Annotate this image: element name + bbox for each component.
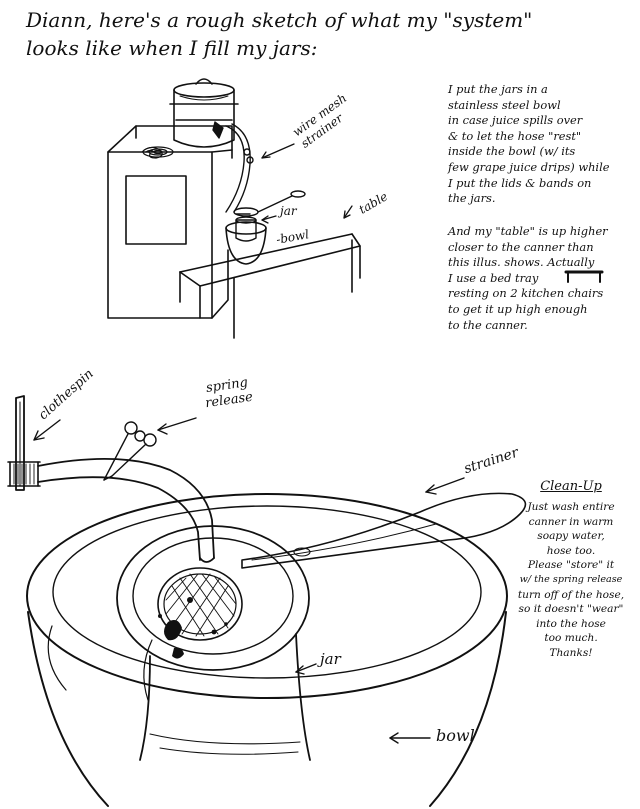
table-note-line: I use a bed tray <box>448 270 539 285</box>
juice-splotches <box>158 597 228 659</box>
top-bowl <box>225 221 267 265</box>
cleanup-line: canner in warm <box>528 515 614 528</box>
table <box>179 233 361 339</box>
table-note-line: closer to the canner than <box>448 239 594 254</box>
top-jar <box>235 216 257 242</box>
bottom-bowl <box>26 493 508 807</box>
title-line-2: looks like when I fill my jars: <box>26 36 318 60</box>
side-note-line: the jars. <box>448 191 496 206</box>
canner-pot <box>169 78 239 148</box>
side-note-line: I put the jars in a <box>448 82 548 96</box>
top-jar-label: jar <box>280 204 297 218</box>
title-line-1: Diann, here's a rough sketch of what my … <box>26 8 533 32</box>
table-note-line: And my "table" is up higher <box>448 224 608 238</box>
burner-coils <box>142 146 174 158</box>
table-note: And my "table" is up higher closer to th… <box>448 224 608 333</box>
table-note-line: to the canner. <box>448 317 528 332</box>
cleanup-line: Please "store" it <box>527 559 615 572</box>
cleanup-line: soapy water, <box>537 530 605 543</box>
side-note: I put the jars in a stainless steel bowl… <box>448 82 609 207</box>
bottom-bowl-label: bowl <box>436 726 475 745</box>
bed-tray-icon <box>564 270 604 283</box>
side-note-line: I put the lids & bands on <box>448 175 592 190</box>
cleanup-heading: Clean-Up <box>540 479 602 494</box>
cleanup-line: Thanks! <box>549 646 593 659</box>
table-note-line: resting on 2 kitchen chairs <box>448 286 604 301</box>
cleanup-line: into the hose <box>536 617 606 630</box>
stove <box>107 125 233 319</box>
side-note-line: & to let the hose "rest" <box>448 128 582 143</box>
bottom-strainer <box>157 492 527 641</box>
cleanup-line: Just wash entire <box>527 501 615 513</box>
cleanup-note: Clean-Up Just wash entire canner in warm… <box>512 478 630 661</box>
top-arrows <box>261 143 353 224</box>
side-note-line: in case juice spills over <box>448 113 583 128</box>
page-title: Diann, here's a rough sketch of what my … <box>26 6 532 62</box>
bottom-jar <box>116 525 311 761</box>
table-note-line: to get it up high enough <box>448 301 588 316</box>
cleanup-line: so it doesn't "wear" <box>518 603 624 616</box>
bottom-hose <box>37 458 215 563</box>
cleanup-line: too much. <box>544 632 598 645</box>
side-note-line: inside the bowl (w/ its <box>448 144 576 159</box>
bottom-arrows <box>33 417 465 744</box>
table-note-line: this illus. shows. Actually <box>448 255 595 270</box>
side-note-line: stainless steel bowl <box>448 97 561 112</box>
bottom-jar-label: jar <box>320 650 341 668</box>
cleanup-line: turn off of the hose, <box>517 588 625 601</box>
side-note-line: few grape juice drips) while <box>448 159 610 174</box>
cleanup-line: hose too. <box>546 544 596 557</box>
top-hose <box>212 121 254 213</box>
top-strainer <box>233 190 306 217</box>
cleanup-line: w/ the spring release <box>519 573 623 585</box>
spring-release <box>103 421 157 481</box>
clothespin <box>15 395 25 491</box>
